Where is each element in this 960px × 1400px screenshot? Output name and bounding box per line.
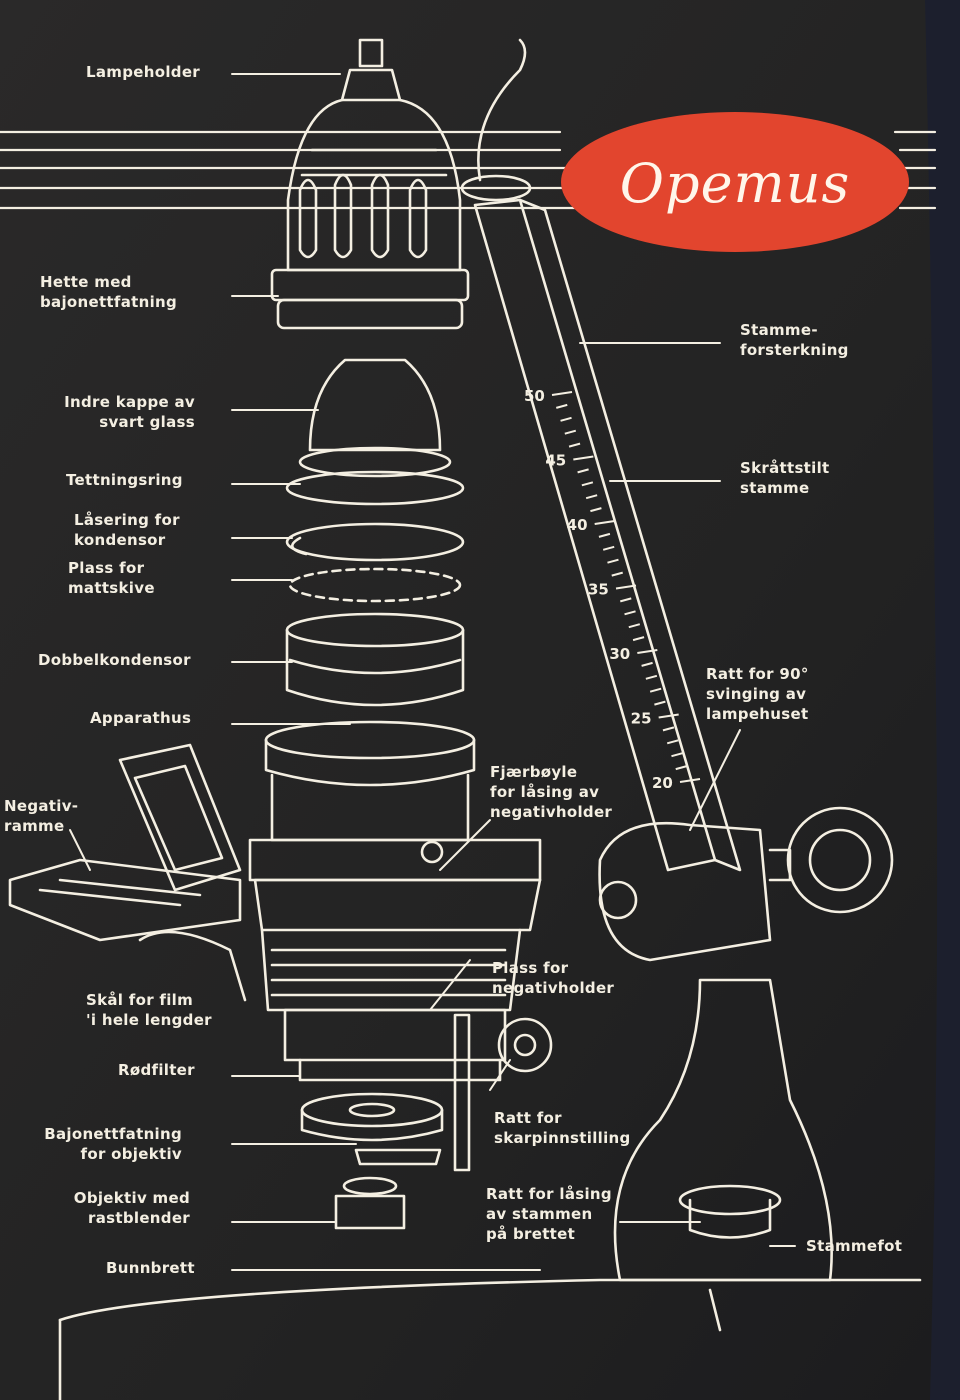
scale-tick <box>551 391 573 396</box>
scale-tick <box>594 520 615 525</box>
scale-tick <box>602 545 615 551</box>
scale-number: 20 <box>652 774 673 792</box>
condenser-drawing <box>285 612 465 707</box>
label-objektiv: Objektiv med rastblender <box>73 1189 190 1227</box>
label-ratt-skarp: Ratt for skarpinnstilling <box>494 1109 631 1147</box>
scale-tick <box>641 661 653 667</box>
brand-badge <box>561 112 909 252</box>
label-ratt-90: Ratt for 90° svinging av lampehuset <box>706 665 809 723</box>
leader-lines <box>69 73 796 1271</box>
label-stammefot: Stammefot <box>806 1237 903 1255</box>
scale-number: 25 <box>631 710 652 728</box>
housing-drawing <box>248 720 542 1082</box>
scale-tick <box>585 494 598 500</box>
label-hette: Hette med bajonettfatning <box>40 273 178 311</box>
label-apparathus: Apparathus <box>90 709 192 727</box>
scale-tick <box>556 403 568 409</box>
inner-shade-drawing <box>285 358 465 506</box>
label-skaal: Skål for film 'i hele lengder <box>86 991 212 1029</box>
scale-tick <box>662 726 675 732</box>
label-plass-negativholder: Plass for negativholder <box>492 959 615 997</box>
scale-tick <box>560 416 572 422</box>
scale-tick <box>607 558 619 564</box>
scale-tick <box>666 739 679 745</box>
scale-tick <box>568 442 581 448</box>
scale-tick <box>649 687 662 693</box>
label-negativramme: Negativ- ramme <box>4 797 79 835</box>
label-tetningsring: Tettningsring <box>66 471 183 489</box>
scale-tick <box>675 765 687 771</box>
scale-tick <box>620 597 632 603</box>
scale-tick <box>645 674 658 680</box>
scale-tick <box>654 700 666 706</box>
paper-sheet <box>0 0 938 1400</box>
label-stammeforsterkning: Stamme- forsterkning <box>740 321 849 359</box>
scale-number: 35 <box>588 581 609 599</box>
scale-tick <box>671 752 683 758</box>
column-scale: 50 45 40 35 30 25 20 <box>524 387 701 792</box>
scale-tick <box>581 481 594 487</box>
scale-tick <box>637 649 658 654</box>
negative-frame-drawing <box>8 743 247 1002</box>
focus-knob-drawing <box>453 1013 553 1172</box>
scale-number: 30 <box>609 645 630 663</box>
tilt-knob-drawing <box>598 806 894 962</box>
scale-tick <box>632 636 645 642</box>
label-fjaerboyle: Fjærbøyle for låsing av negativholder <box>490 763 613 821</box>
scale-tick <box>564 429 577 435</box>
label-skraattstilt: Skråttstilt stamme <box>740 459 830 497</box>
lens-drawing <box>300 1092 444 1230</box>
scale-tick <box>658 713 679 719</box>
column-drawing <box>460 38 742 872</box>
scale-tick <box>628 623 641 629</box>
scale-number: 45 <box>545 452 566 470</box>
label-plass-mattskive: Plass for mattskive <box>68 559 155 597</box>
scale-tick <box>679 778 701 783</box>
scale-number: 40 <box>567 516 588 534</box>
label-ratt-laasing: Ratt for låsing av stammen på brettet <box>486 1185 612 1243</box>
rings-drawing <box>285 522 465 603</box>
label-indre-kappe: Indre kappe av svart glass <box>64 393 195 431</box>
scale-tick <box>624 610 636 616</box>
scale-tick <box>598 532 611 538</box>
label-laasering: Låsering for kondensor <box>74 511 180 549</box>
scale-tick <box>577 468 589 474</box>
scale-tick <box>615 584 637 590</box>
scale-number: 50 <box>524 387 545 405</box>
column-foot-drawing <box>58 978 922 1400</box>
scale-tick <box>611 571 623 577</box>
lamp-holder-drawing <box>270 38 470 330</box>
label-lampeholder: Lampeholder <box>86 63 200 81</box>
label-bunnbrett: Bunnbrett <box>106 1259 195 1277</box>
label-dobbelkondensor: Dobbelkondensor <box>38 651 191 669</box>
background-stripes <box>0 130 937 210</box>
label-bajonett-objektiv: Bajonettfatning for objektiv <box>44 1125 182 1163</box>
scale-tick <box>573 455 594 461</box>
scale-tick <box>590 507 602 513</box>
label-rodfilter: Rødfilter <box>118 1061 195 1079</box>
brand-logo: Opemus <box>619 151 851 215</box>
